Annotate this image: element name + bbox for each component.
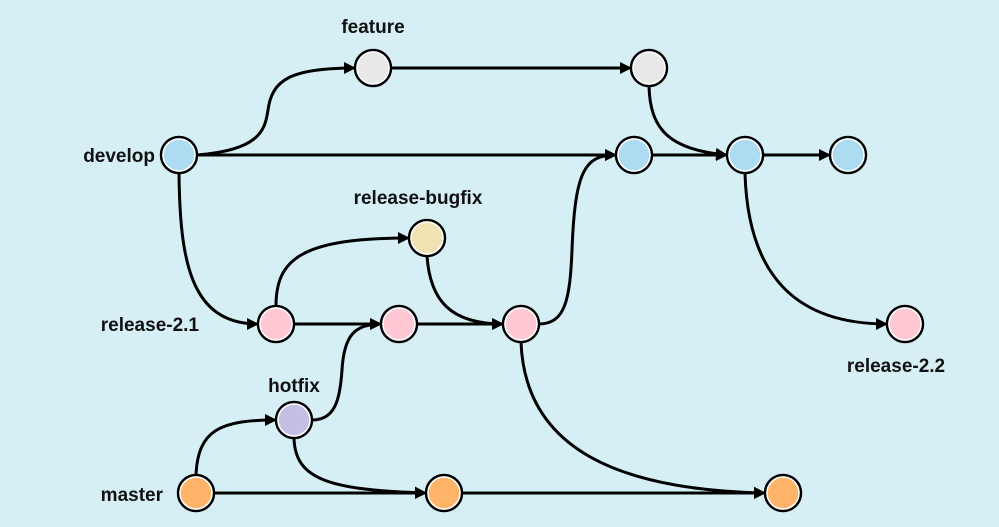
commit-circle: [629, 48, 669, 88]
commit-node-m3[interactable]: [763, 473, 803, 513]
commit-circle: [256, 304, 296, 344]
commit-circle: [614, 135, 654, 175]
commit-node-r2[interactable]: [379, 304, 419, 344]
commit-ring: [831, 138, 865, 172]
commit-ring: [259, 307, 293, 341]
edge-r3-d2: [538, 149, 617, 326]
commit-node-d3[interactable]: [725, 135, 765, 175]
commit-ring: [632, 51, 666, 85]
edge-m1-h1: [194, 414, 277, 476]
edge-h1-m2: [292, 437, 427, 499]
label-release-2-1: release-2.1: [101, 315, 200, 336]
edge-h1-r2: [311, 318, 382, 422]
label-release-2-2: release-2.2: [847, 356, 945, 377]
commit-ring: [277, 403, 311, 437]
commit-node-r3[interactable]: [501, 304, 541, 344]
commit-circle: [379, 304, 419, 344]
commit-circle: [176, 473, 216, 513]
label-master: master: [101, 485, 164, 506]
commit-ring: [888, 307, 922, 341]
commit-ring: [427, 476, 461, 510]
commit-node-f1[interactable]: [353, 48, 393, 88]
commit-ring: [162, 138, 196, 172]
commit-ring: [179, 476, 213, 510]
edge-d3-r22: [743, 172, 888, 330]
commit-circle: [828, 135, 868, 175]
commit-nodes: [159, 48, 925, 513]
commit-ring: [410, 221, 444, 255]
edges: [177, 62, 888, 499]
commit-circle: [274, 400, 314, 440]
commit-node-h1[interactable]: [274, 400, 314, 440]
commit-ring: [356, 51, 390, 85]
commit-circle: [885, 304, 925, 344]
commit-node-d4[interactable]: [828, 135, 868, 175]
commit-ring: [504, 307, 538, 341]
commit-circle: [424, 473, 464, 513]
commit-circle: [407, 218, 447, 258]
commit-ring: [728, 138, 762, 172]
commit-ring: [617, 138, 651, 172]
commit-ring: [382, 307, 416, 341]
edge-d1-f1: [196, 62, 356, 157]
commit-node-m2[interactable]: [424, 473, 464, 513]
edge-r1-rb1: [274, 232, 410, 307]
label-feature: feature: [341, 17, 404, 38]
label-hotfix: hotfix: [268, 376, 320, 397]
label-release-bugfix: release-bugfix: [354, 188, 483, 209]
commit-circle: [501, 304, 541, 344]
commit-node-d1[interactable]: [159, 135, 199, 175]
commit-circle: [763, 473, 803, 513]
edge-r3-m3: [519, 341, 766, 499]
commit-node-d2[interactable]: [614, 135, 654, 175]
commit-node-r22[interactable]: [885, 304, 925, 344]
commit-node-m1[interactable]: [176, 473, 216, 513]
edge-f2-d3: [647, 85, 728, 161]
commit-node-rb1[interactable]: [407, 218, 447, 258]
commit-circle: [725, 135, 765, 175]
commit-node-f2[interactable]: [629, 48, 669, 88]
commit-ring: [766, 476, 800, 510]
commit-circle: [159, 135, 199, 175]
edge-d1-r1: [177, 172, 259, 330]
label-develop: develop: [83, 146, 155, 167]
edge-rb1-r3: [425, 255, 504, 330]
commit-circle: [353, 48, 393, 88]
commit-node-r1[interactable]: [256, 304, 296, 344]
